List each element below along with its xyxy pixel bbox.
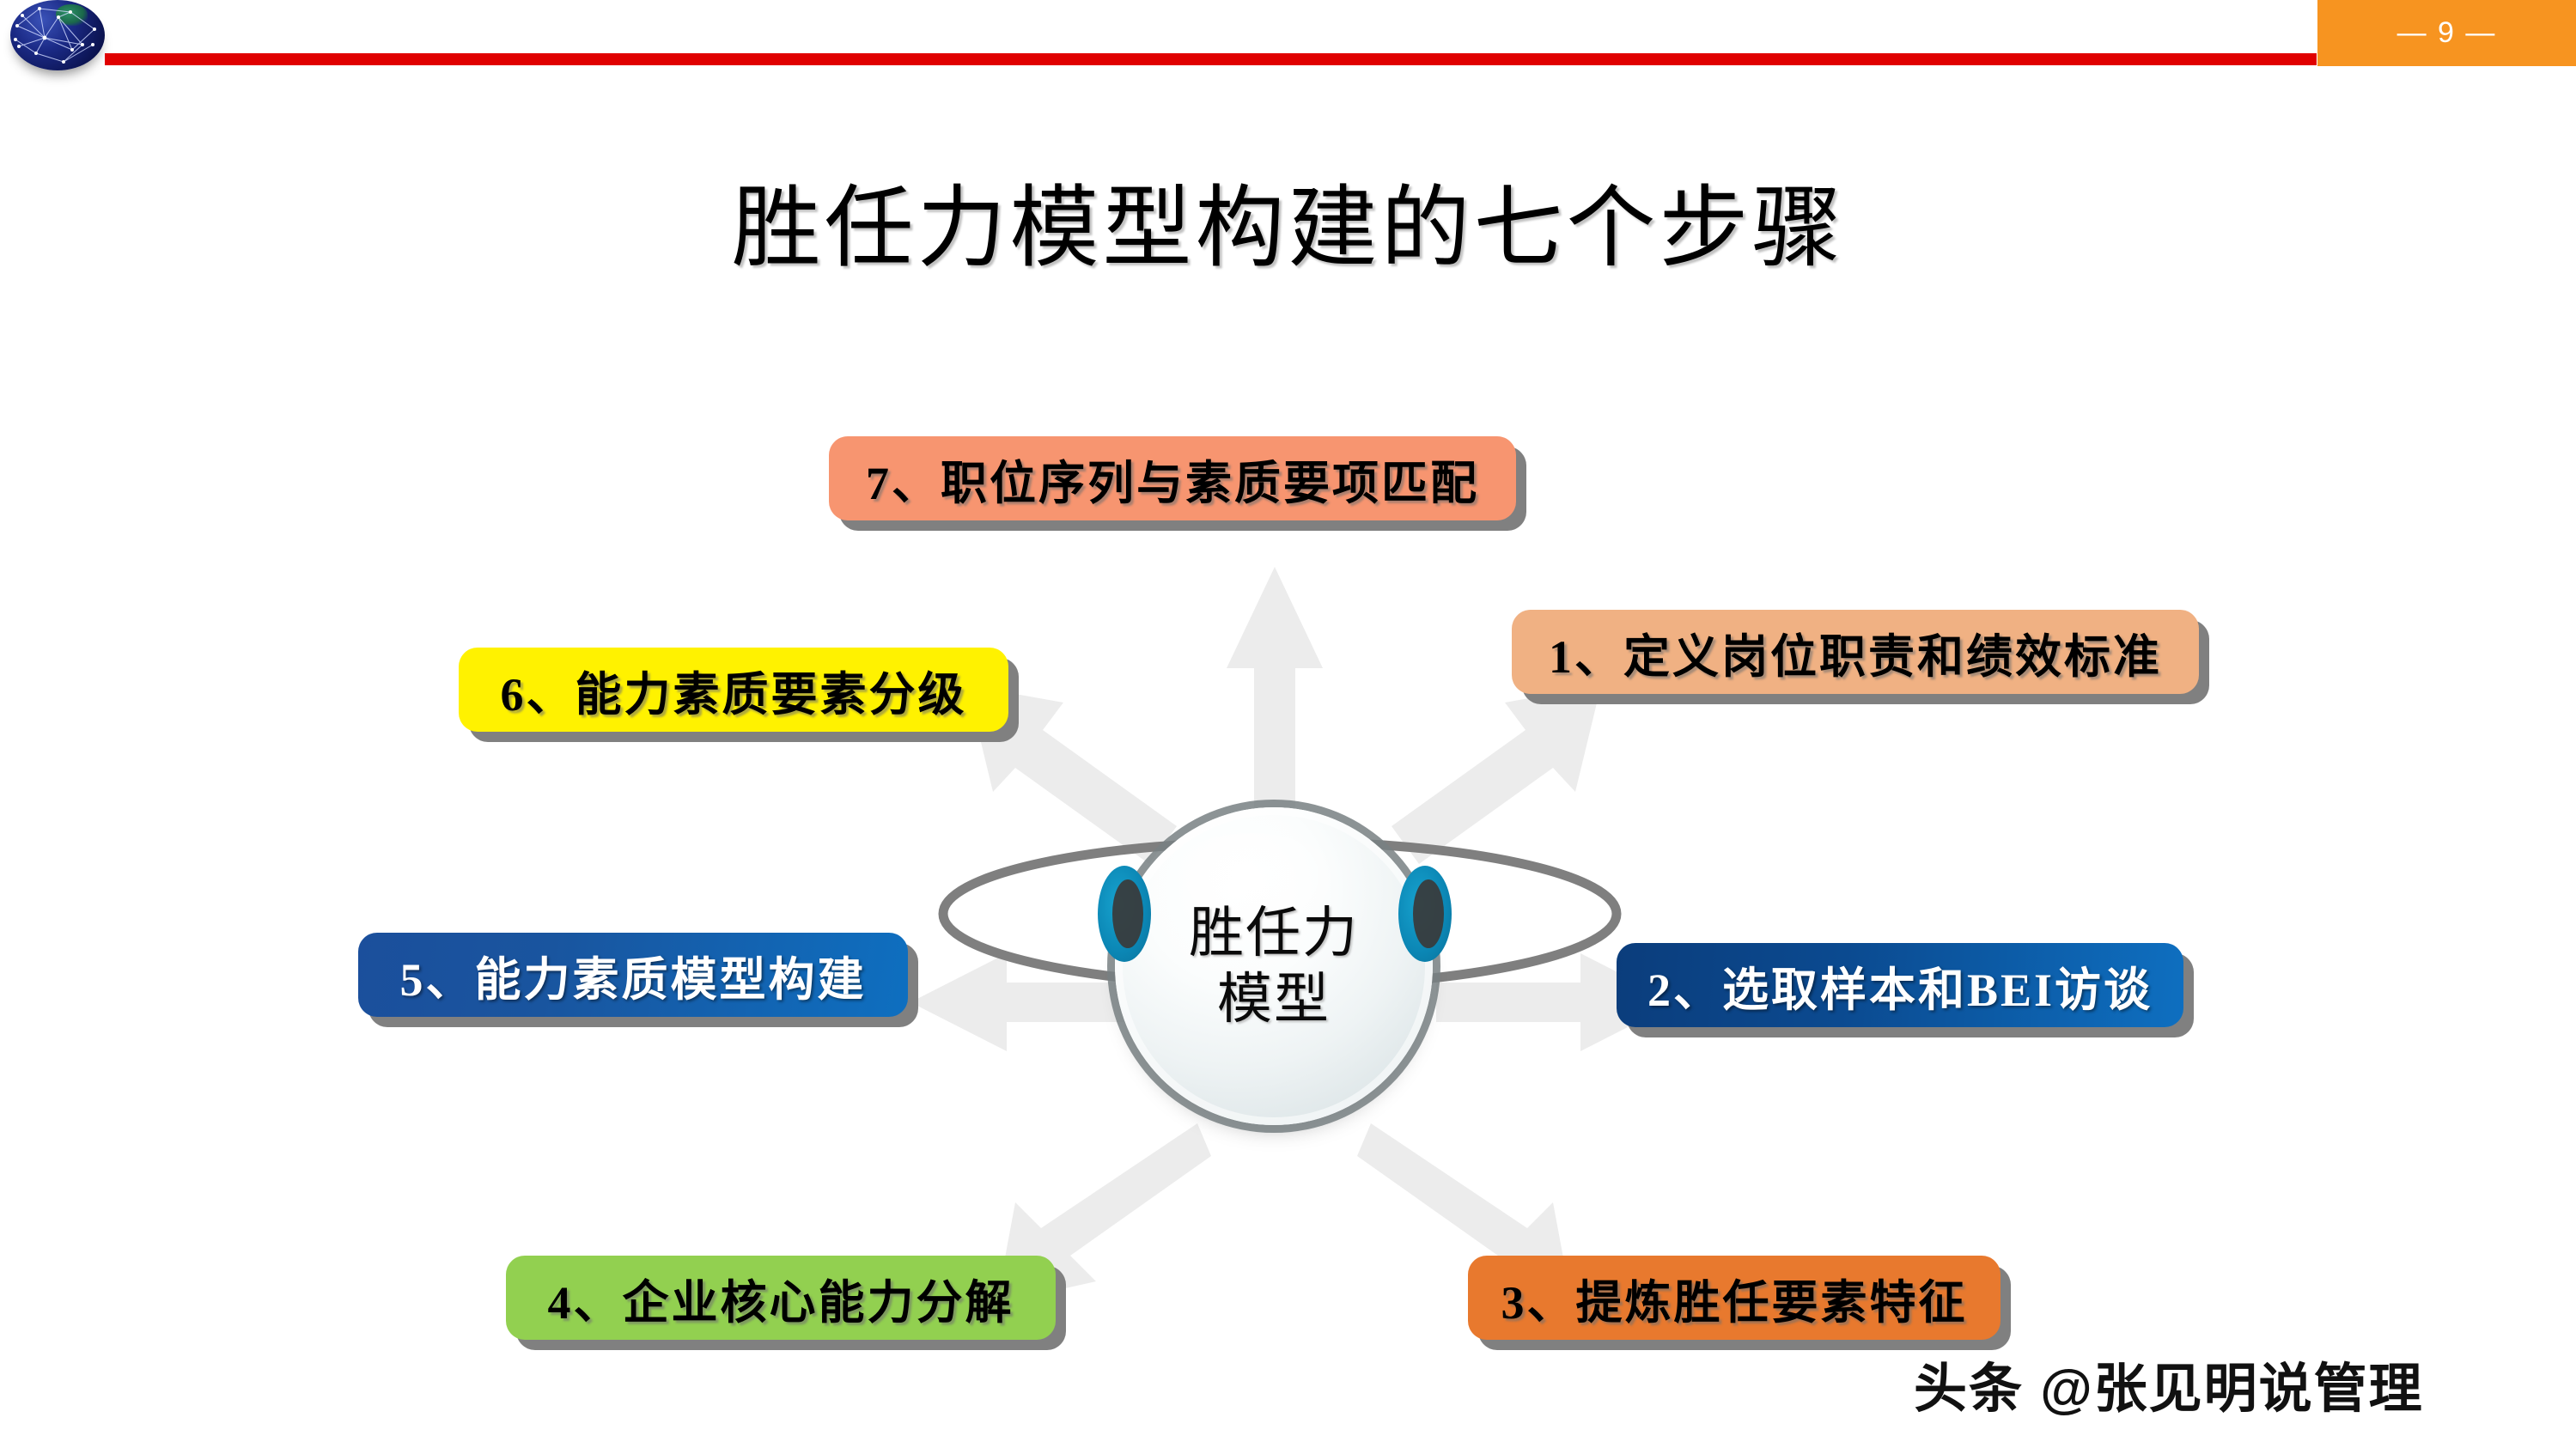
- page-number-badge: — 9 —: [2317, 0, 2576, 66]
- page-title: 胜任力模型构建的七个步骤: [731, 179, 1845, 278]
- globe-landmass: [55, 3, 88, 26]
- step-3-label: 3、提炼胜任要素特征: [1501, 1276, 1968, 1329]
- sphere-body: [1115, 807, 1433, 1125]
- arrow-left-icon: [910, 953, 1151, 1051]
- step-2-label: 2、选取样本和BEI访谈: [1647, 964, 2153, 1016]
- slide-header: — 9 —: [0, 0, 2576, 86]
- step-4-label: 4、企业核心能力分解: [547, 1276, 1014, 1329]
- globe-network-icon: [10, 0, 105, 70]
- step-7-box[interactable]: 7、职位序列与素质要项匹配: [829, 436, 1516, 520]
- center-sphere: 胜任力 模型: [1115, 807, 1433, 1125]
- arrow-up-icon: [1227, 567, 1323, 807]
- arrow-up-left-icon: [967, 685, 1177, 864]
- header-rule: [105, 53, 2317, 65]
- step-4-box[interactable]: 4、企业核心能力分解: [506, 1256, 1056, 1340]
- step-6-label: 6、能力素质要素分级: [500, 668, 967, 721]
- step-2-box[interactable]: 2、选取样本和BEI访谈: [1617, 943, 2183, 1027]
- arrow-down-left-icon: [996, 1123, 1211, 1304]
- step-1-box[interactable]: 1、定义岗位职责和绩效标准: [1512, 610, 2199, 694]
- step-5-box[interactable]: 5、能力素质模型构建: [358, 933, 908, 1017]
- step-7-label: 7、职位序列与素质要项匹配: [866, 457, 1479, 509]
- teal-node-left: [1098, 866, 1151, 962]
- sphere-label: 胜任力 模型: [1115, 807, 1433, 1125]
- step-5-label: 5、能力素质模型构建: [399, 953, 867, 1006]
- step-1-label: 1、定义岗位职责和绩效标准: [1549, 630, 2162, 683]
- watermark: 头条 @张见明说管理: [1914, 1360, 2424, 1419]
- step-6-box[interactable]: 6、能力素质要素分级: [459, 648, 1008, 732]
- sphere-label-line1: 胜任力: [1189, 902, 1359, 964]
- teal-node-right: [1398, 866, 1452, 962]
- arrow-up-right-icon: [1392, 685, 1601, 864]
- step-3-box[interactable]: 3、提炼胜任要素特征: [1468, 1256, 2001, 1340]
- sphere-label-line2: 模型: [1217, 969, 1331, 1030]
- globe-network-lines: [14, 7, 96, 64]
